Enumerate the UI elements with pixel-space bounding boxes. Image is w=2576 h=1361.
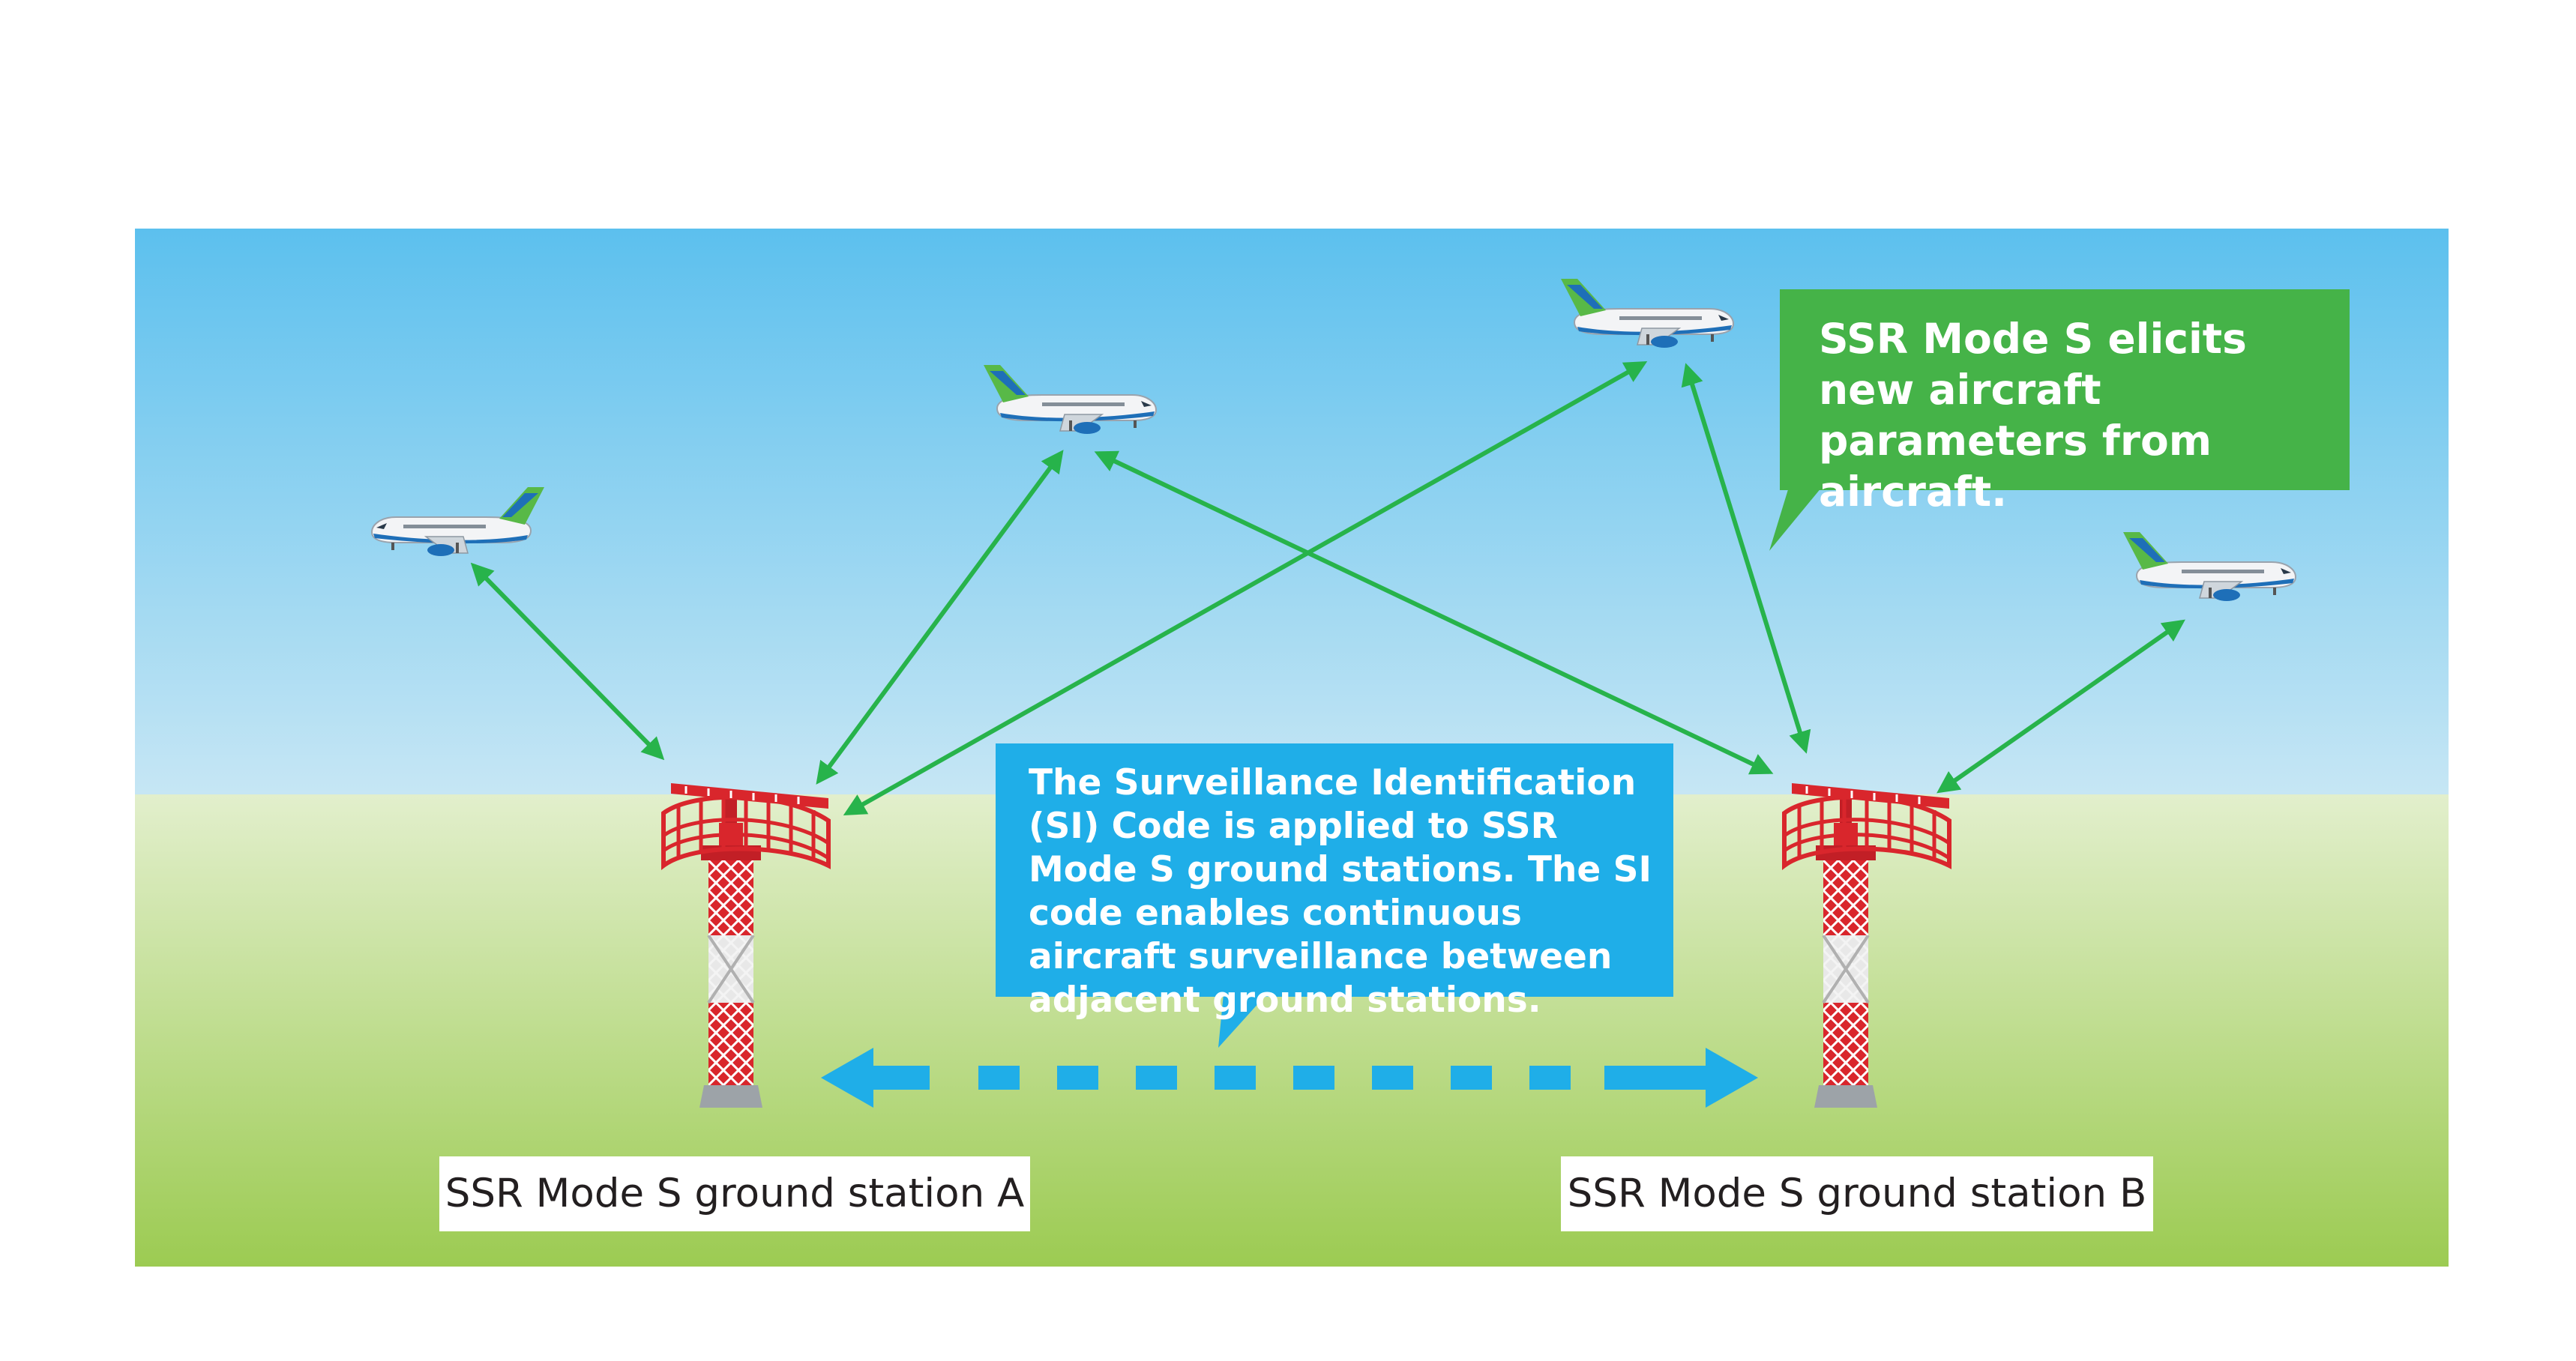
new-parameters-text: SSR Mode S elicits new aircraft paramete… xyxy=(1819,315,2247,516)
new-parameters-callout: SSR Mode S elicits new aircraft paramete… xyxy=(1780,289,2350,516)
signal-arrow-b-plane2 xyxy=(1094,450,1774,775)
signal-arrow-b-plane3 xyxy=(1681,363,1811,754)
blue-callout-pointer xyxy=(1218,994,1267,1048)
signal-arrows xyxy=(470,361,2185,815)
si-code-callout: The Surveillance Identification (SI) Cod… xyxy=(996,743,1673,1021)
station-b-label: SSR Mode S ground station B xyxy=(1561,1156,2153,1231)
signal-arrow-b-plane4 xyxy=(1936,619,2185,794)
si-code-text: The Surveillance Identification (SI) Cod… xyxy=(1029,762,1652,1021)
station-a-label: SSR Mode S ground station A xyxy=(439,1156,1030,1231)
link-arrowhead-left xyxy=(821,1048,930,1108)
station-link-arrow xyxy=(821,1048,1758,1108)
green-callout-pointer xyxy=(1769,487,1822,551)
link-arrowhead-right xyxy=(1604,1048,1758,1108)
signal-arrow-a-plane1 xyxy=(470,562,665,761)
